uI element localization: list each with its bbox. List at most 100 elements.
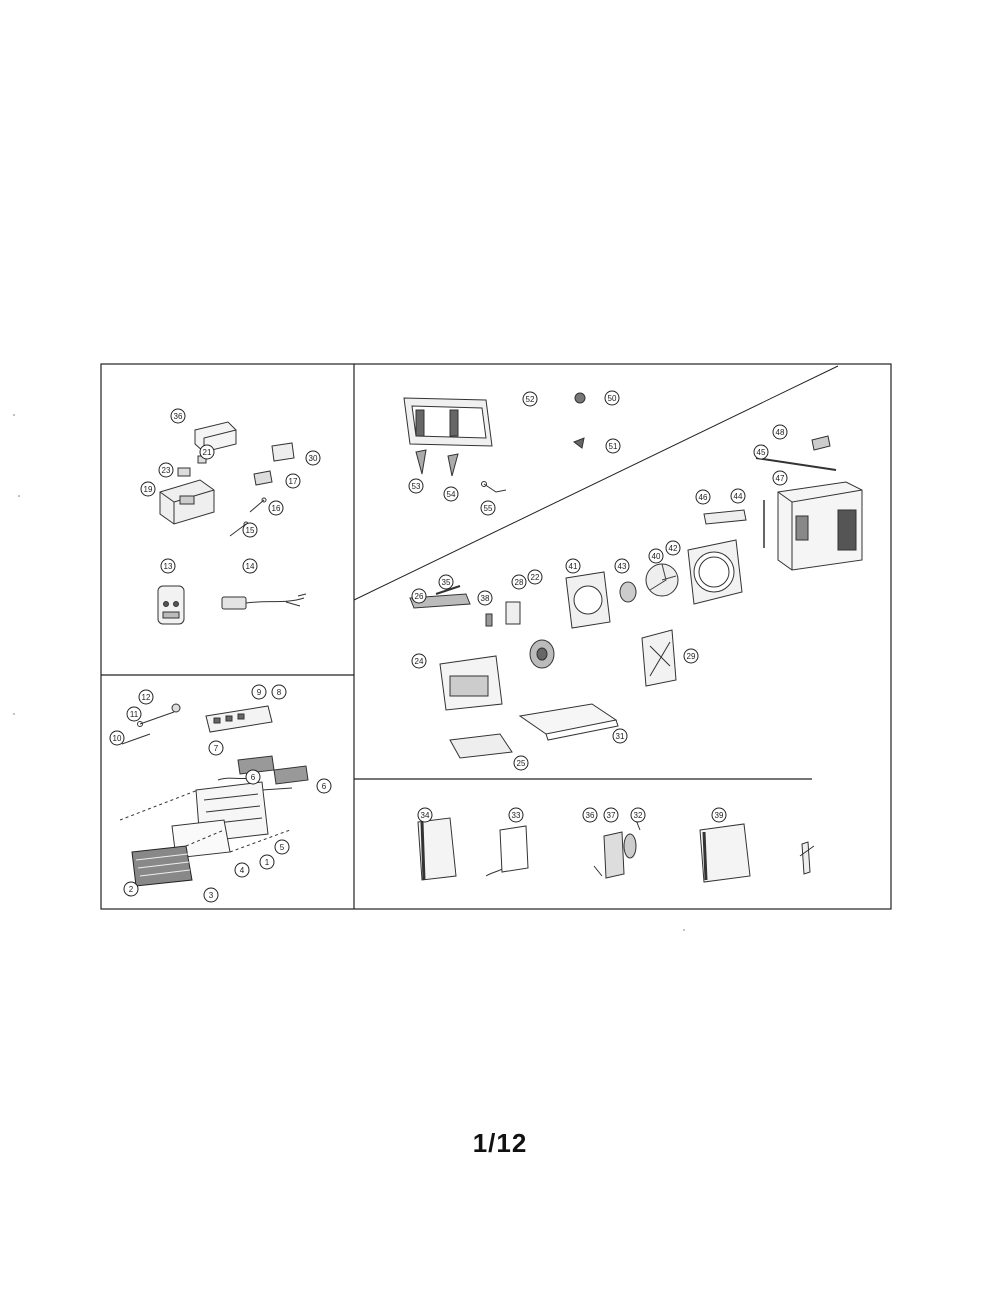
- callout-number: 17: [289, 477, 298, 486]
- callout-circle: [730, 488, 746, 504]
- callout-number: 13: [164, 562, 173, 571]
- callout-circle: [408, 478, 424, 494]
- callout-circle: [109, 730, 125, 746]
- callout-circle: [411, 653, 427, 669]
- callout-number: 33: [512, 811, 521, 820]
- callout-circle: [508, 807, 524, 823]
- callout-number: 8: [277, 688, 282, 697]
- callout-number: 11: [130, 710, 139, 719]
- callout-number: 22: [531, 573, 540, 582]
- callout-number: 53: [412, 482, 421, 491]
- callout-number: 25: [517, 759, 526, 768]
- callout-circle: [603, 807, 619, 823]
- callout-number: 28: [515, 578, 524, 587]
- callout-circle: [695, 489, 711, 505]
- callout-circle: [251, 684, 267, 700]
- callout-number: 45: [757, 448, 766, 457]
- callout-number: 23: [162, 466, 171, 475]
- callout-number: 44: [734, 492, 743, 501]
- callout-number: 14: [246, 562, 255, 571]
- callout-number: 3: [209, 891, 214, 900]
- callout-number: 6: [322, 782, 327, 791]
- panel-front-grille: [119, 703, 309, 887]
- callout-number: 5: [280, 843, 285, 852]
- callout-circle: [511, 574, 527, 590]
- callout-number: 51: [609, 442, 618, 451]
- callout-number: 35: [442, 578, 451, 587]
- callout-circle: [417, 807, 433, 823]
- callout-number: 46: [699, 493, 708, 502]
- callout-circle: [259, 854, 275, 870]
- callout-circle: [582, 807, 598, 823]
- diagram-frame: [100, 363, 892, 910]
- panel-sealed-system: [417, 817, 815, 883]
- callout-number: 36: [174, 412, 183, 421]
- callout-number: 16: [272, 504, 281, 513]
- callout-circle: [245, 769, 261, 785]
- callout-number: 41: [569, 562, 578, 571]
- panel-cabinet-chassis: [409, 435, 863, 759]
- callout-circle: [268, 500, 284, 516]
- callout-circle: [683, 648, 699, 664]
- callout-number: 15: [246, 526, 255, 535]
- callout-circle: [242, 522, 258, 538]
- callout-circle: [522, 391, 538, 407]
- callout-number: 6: [251, 773, 256, 782]
- callout-circle: [285, 473, 301, 489]
- callout-number: 54: [447, 490, 456, 499]
- callout-number: 39: [715, 811, 724, 820]
- callout-number: 48: [776, 428, 785, 437]
- callout-circle: [138, 689, 154, 705]
- callout-number: 32: [634, 811, 643, 820]
- callout-circle: [630, 807, 646, 823]
- callout-number: 26: [415, 592, 424, 601]
- callout-circle: [772, 470, 788, 486]
- callout-number: 40: [652, 552, 661, 561]
- callout-circle: [753, 444, 769, 460]
- callout-number: 19: [144, 485, 153, 494]
- callout-number: 9: [257, 688, 262, 697]
- callout-number: 31: [616, 732, 625, 741]
- callout-circle: [477, 590, 493, 606]
- callout-number: 37: [607, 811, 616, 820]
- callout-circle: [711, 807, 727, 823]
- callout-circle: [208, 740, 224, 756]
- callout-number: 52: [526, 395, 535, 404]
- callout-number: 10: [113, 734, 122, 743]
- callout-circle: [443, 486, 459, 502]
- callout-number: 1: [265, 858, 270, 867]
- callout-circle: [242, 558, 258, 574]
- callout-circle: [565, 558, 581, 574]
- callout-circle: [140, 481, 156, 497]
- callout-number: 43: [618, 562, 627, 571]
- callout-number: 7: [214, 744, 219, 753]
- callout-circle: [158, 462, 174, 478]
- callout-circle: [772, 424, 788, 440]
- callout-circle: [513, 755, 529, 771]
- callout-number: 29: [687, 652, 696, 661]
- callout-number: 34: [421, 811, 430, 820]
- callout-circle: [614, 558, 630, 574]
- page-number: 1/12: [472, 1128, 528, 1158]
- panel-electrical-parts: [157, 421, 307, 625]
- callout-circle: [274, 839, 290, 855]
- callout-number: 30: [309, 454, 318, 463]
- callout-circle: [160, 558, 176, 574]
- callout-number: 4: [240, 866, 245, 875]
- callout-circle: [648, 548, 664, 564]
- callout-circle: [203, 887, 219, 903]
- callout-circle: [480, 500, 496, 516]
- callout-circle: [665, 540, 681, 556]
- callout-circle: [199, 444, 215, 460]
- panel-installation-kit: [403, 392, 586, 493]
- callout-circle: [438, 574, 454, 590]
- callout-number: 55: [484, 504, 493, 513]
- callout-circle: [271, 684, 287, 700]
- callout-circle: [604, 390, 620, 406]
- callout-circle: [612, 728, 628, 744]
- callout-circle: [123, 881, 139, 897]
- callout-number: 36: [586, 811, 595, 820]
